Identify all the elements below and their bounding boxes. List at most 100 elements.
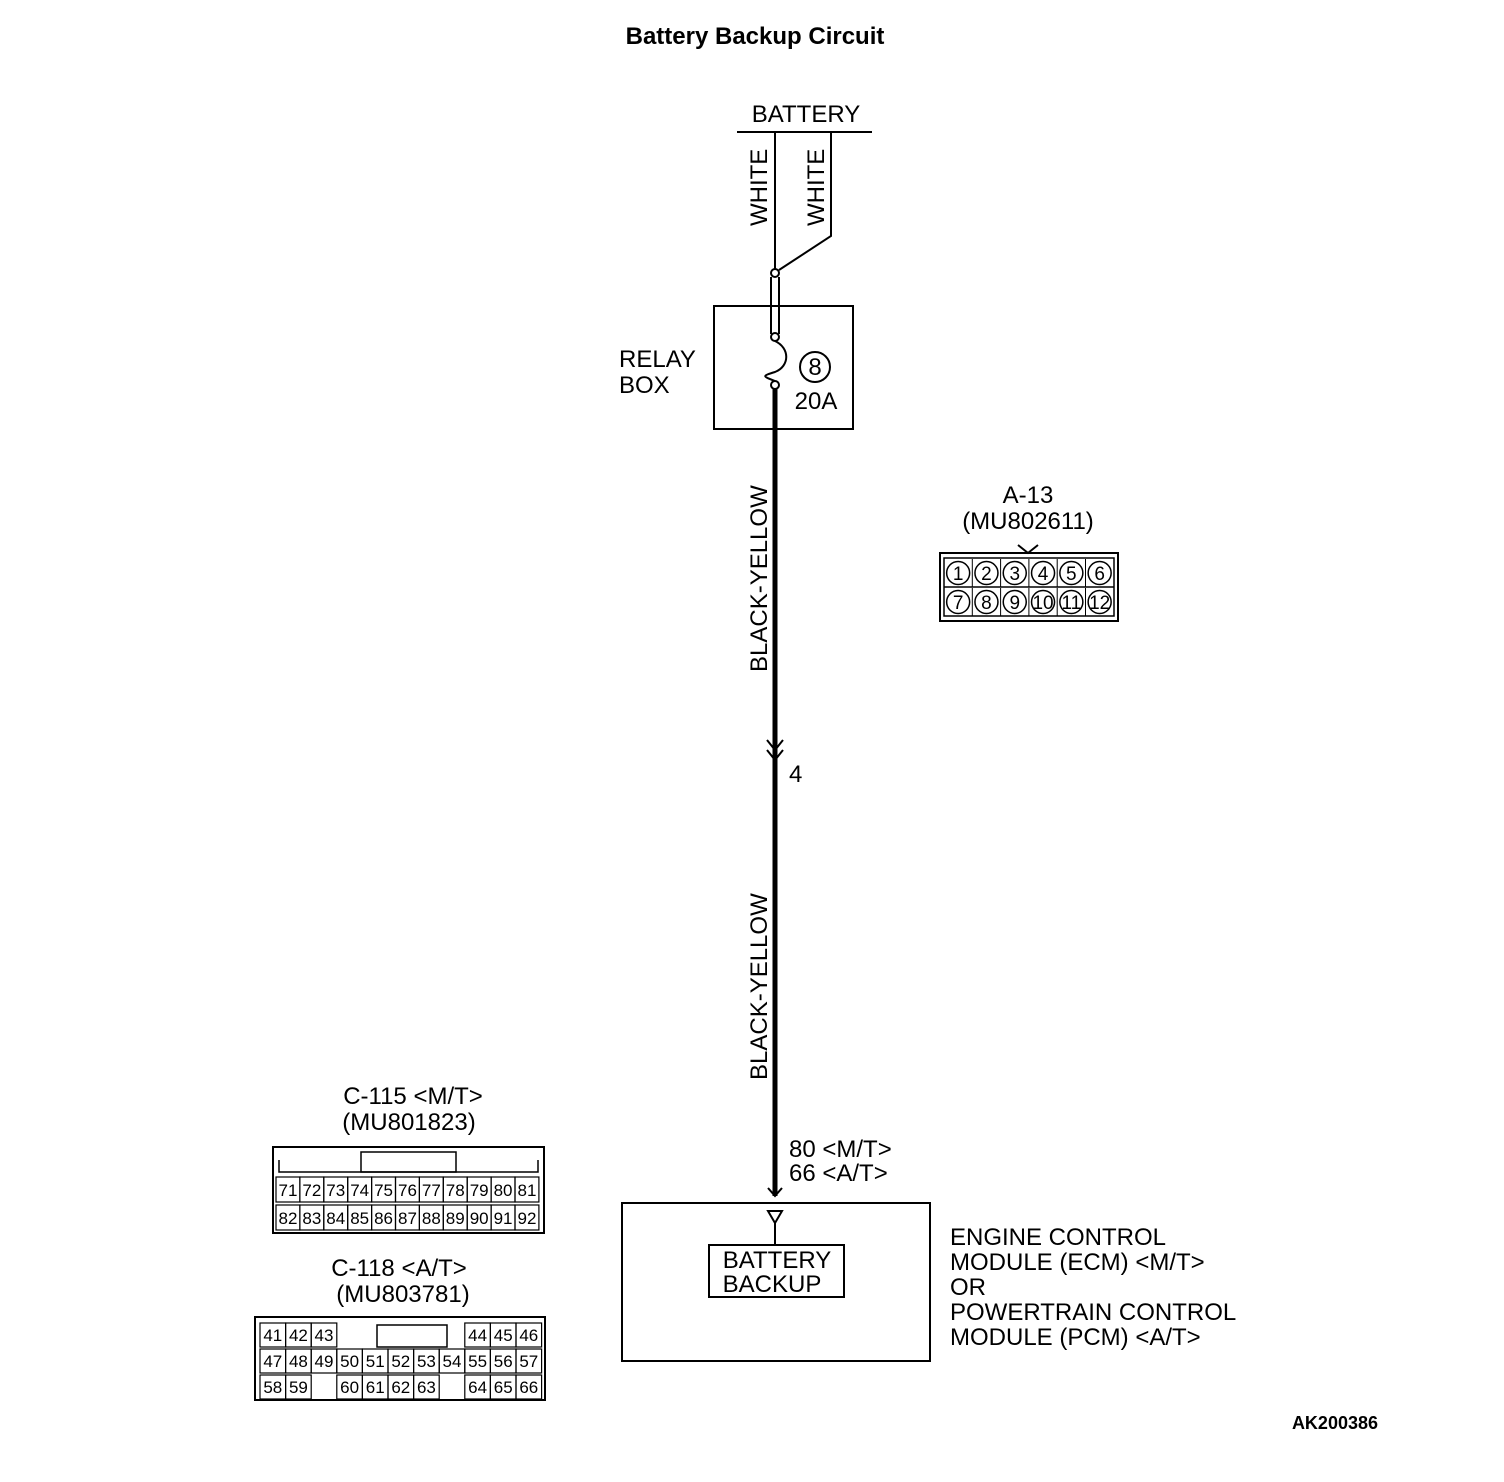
connector-c115-pin: 86 <box>374 1209 393 1228</box>
connector-c115-part: (MU801823) <box>342 1109 475 1136</box>
connector-c118-pin: 64 <box>468 1378 487 1397</box>
connector-a13-pin-socket <box>1030 560 1056 586</box>
fuse-terminal-top <box>770 332 780 342</box>
figure-id: AK200386 <box>1292 1413 1378 1433</box>
module-terminal-chevron <box>767 1187 783 1198</box>
module-name: ENGINE CONTROL MODULE (ECM) <M/T> OR POW… <box>950 1224 1236 1351</box>
connector-c118-pin-cell <box>413 1374 440 1400</box>
connector-a13-pin: 1 <box>953 564 964 585</box>
connector-a13-outer <box>939 552 1119 622</box>
connector-c118-pin: 65 <box>494 1378 513 1397</box>
connector-c118-pin: 49 <box>315 1352 334 1371</box>
connector-c118-pin: 47 <box>263 1352 282 1371</box>
control-module-box <box>621 1202 931 1362</box>
connector-a13-pin: 3 <box>1009 564 1020 585</box>
upper-wire-color: BLACK-YELLOW <box>746 485 773 672</box>
connector-c115-pin: 77 <box>422 1181 441 1200</box>
connector-c118-pin: 42 <box>289 1326 308 1345</box>
connector-c118-pin: 60 <box>340 1378 359 1397</box>
battery-backup-line1: BATTERY <box>723 1247 831 1274</box>
battery-backup-line2: BACKUP <box>723 1271 822 1298</box>
connector-c115-inner-frame <box>278 1160 539 1173</box>
module-name-line2: MODULE (ECM) <M/T> <box>950 1249 1205 1276</box>
connector-c118-pin: 41 <box>263 1326 282 1345</box>
connector-c118-pin-cell <box>515 1348 543 1374</box>
inline-connector-pin: 4 <box>789 761 802 788</box>
connector-a13-pin: 12 <box>1089 593 1110 614</box>
connector-c118-pin: 52 <box>391 1352 410 1371</box>
connector-c115-pin: 80 <box>494 1181 513 1200</box>
fuse-number-circle <box>799 351 831 383</box>
connector-c118-pin: 46 <box>519 1326 538 1345</box>
connector-c118-pin: 66 <box>519 1378 538 1397</box>
connector-a13-pin-socket <box>1002 560 1027 586</box>
connector-c115-lock-tab <box>360 1151 457 1173</box>
connector-a13-pin: 6 <box>1094 564 1105 585</box>
connector-c115-outer <box>272 1146 545 1234</box>
module-name-line5: MODULE (PCM) <A/T> <box>950 1324 1201 1351</box>
connector-c118-pin: 58 <box>263 1378 282 1397</box>
connector-a13-pin: 4 <box>1038 564 1049 585</box>
connector-a13-pin-socket <box>974 589 999 615</box>
diagram-title: Battery Backup Circuit <box>626 23 885 50</box>
connector-c118-pin: 57 <box>519 1352 538 1371</box>
inline-connector-chevron-2 <box>766 749 784 762</box>
fuse-element <box>764 340 788 382</box>
battery-wire-right-color: WHITE <box>803 149 830 226</box>
connector-a13-pin-socket <box>945 589 971 615</box>
connector-c115-pin: 90 <box>470 1209 489 1228</box>
lower-wire-color: BLACK-YELLOW <box>746 893 773 1080</box>
connector-c115-pin: 71 <box>278 1181 297 1200</box>
fuse-number: 8 <box>808 354 821 381</box>
relay-box <box>713 305 854 430</box>
connector-c115-pin: 81 <box>517 1181 536 1200</box>
connector-c115-pin: 84 <box>326 1209 345 1228</box>
relay-box-label-line2: BOX <box>619 372 670 399</box>
connector-c118-pin-cell <box>515 1322 543 1348</box>
fuse-rating: 20A <box>795 388 838 415</box>
connector-c118-pin: 63 <box>417 1378 436 1397</box>
connector-a13-name: A-13 <box>1003 482 1054 509</box>
connector-c118-name: C-118 <A/T> <box>331 1255 467 1282</box>
connector-c115-pin-cell <box>514 1176 540 1203</box>
connector-c118-pin-cell <box>515 1374 543 1400</box>
connector-c115-pin: 74 <box>350 1181 369 1200</box>
connector-c115-pin: 75 <box>374 1181 393 1200</box>
connector-c118-pin: 51 <box>366 1352 385 1371</box>
connector-c115-pin-cell <box>514 1204 540 1231</box>
relay-box-label-line1: RELAY <box>619 346 696 373</box>
connector-c115-pin: 87 <box>398 1209 417 1228</box>
connector-c118-pin: 50 <box>340 1352 359 1371</box>
connector-c115-pin: 73 <box>326 1181 345 1200</box>
module-input-triangle <box>766 1210 784 1225</box>
battery-backup-block <box>708 1244 845 1298</box>
connector-a13-pin-socket <box>1059 589 1084 615</box>
connector-a13-part: (MU802611) <box>962 508 1094 535</box>
connector-a13-pin-socket <box>974 560 999 586</box>
connector-a13-pin: 10 <box>1032 593 1053 614</box>
fuse-terminal-bottom <box>770 380 780 390</box>
connector-c115-pin: 79 <box>470 1181 489 1200</box>
connector-a13-pin-socket <box>1087 589 1112 615</box>
connector-c118-pin: 48 <box>289 1352 308 1371</box>
connector-a13-pin-socket <box>945 560 971 586</box>
connector-c115-pin: 76 <box>398 1181 417 1200</box>
connector-c118-pin: 45 <box>494 1326 513 1345</box>
connector-c118-pin-cell <box>285 1374 312 1400</box>
connector-c118-pin: 59 <box>289 1378 308 1397</box>
connector-c118-part: (MU803781) <box>336 1281 469 1308</box>
connector-c115-name: C-115 <M/T> <box>343 1083 483 1110</box>
connector-a13-lock-tab <box>1017 544 1039 555</box>
module-name-line1: ENGINE CONTROL <box>950 1224 1166 1251</box>
connector-c118-pin: 54 <box>443 1352 462 1371</box>
connector-c118-pin: 56 <box>494 1352 513 1371</box>
module-terminal-mt: 80 <M/T> <box>789 1136 892 1163</box>
connector-a13-pin-socket <box>1030 589 1056 615</box>
connector-a13-pin: 9 <box>1009 593 1020 614</box>
